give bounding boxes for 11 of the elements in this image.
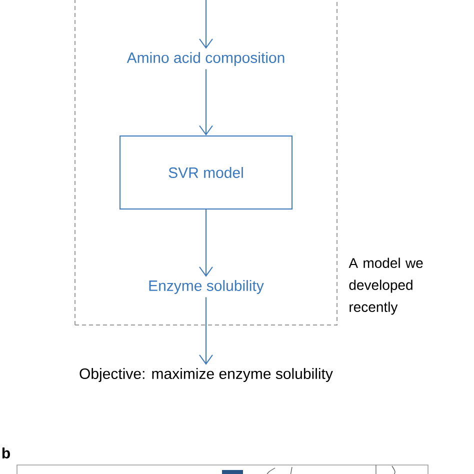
process-box: SVR model <box>120 136 292 210</box>
side-note: A model we developed recently <box>348 258 423 315</box>
arrow <box>199 296 213 365</box>
dashed-box <box>74 0 338 326</box>
arrow <box>199 0 213 49</box>
step-label: Amino acid composition <box>126 52 284 66</box>
arrow <box>199 68 213 136</box>
objective-label: Objective: maximize enzyme solubility <box>80 368 333 382</box>
step-label: Enzyme solubility <box>149 280 264 294</box>
arrow <box>199 209 213 277</box>
panel-letter: b <box>2 448 10 458</box>
